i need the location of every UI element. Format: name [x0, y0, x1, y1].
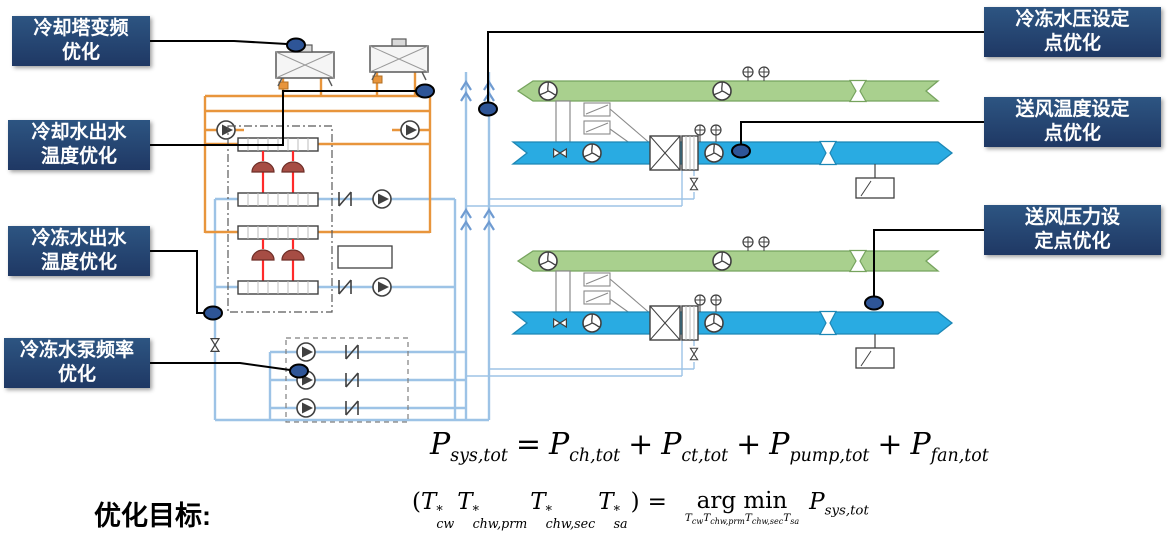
objective-label: 优化目标: — [94, 501, 211, 531]
callout-line-chw-outlet-temp — [150, 250, 204, 314]
chiller-2 — [236, 224, 320, 296]
label-line: 冷冻水出水 — [31, 227, 127, 249]
label-line: 点优化 — [1043, 33, 1101, 54]
pump-icon — [296, 342, 316, 362]
paren-close: ) — [630, 489, 640, 515]
pump-icon — [372, 189, 392, 209]
math-sub: chw,sec — [545, 515, 596, 531]
math-base: P — [809, 489, 825, 515]
math-sup: * — [436, 502, 443, 518]
math-base: T — [530, 489, 546, 515]
math-sub: sys,tot — [450, 446, 508, 466]
math-term: Psys,tot — [809, 489, 869, 519]
chiller-1 — [236, 136, 320, 208]
math-sup: * — [545, 502, 552, 518]
label-line: 优化 — [61, 42, 100, 63]
callout-point — [415, 83, 435, 99]
tower-valve — [372, 75, 383, 84]
math-op: + — [736, 427, 762, 462]
pump-icon — [216, 120, 236, 140]
math-term: T*sa — [598, 489, 630, 530]
callout-line-cooling-tower-vfd — [150, 40, 288, 45]
callout-point — [289, 363, 309, 379]
callout-point — [478, 101, 498, 117]
math-op: + — [628, 427, 654, 462]
paren-open: ( — [412, 489, 421, 515]
chiller-plant-boundary — [227, 125, 333, 313]
secondary-pump-group-boundary — [285, 337, 409, 423]
math-base: P — [548, 427, 570, 462]
math-term: T*chw,prm — [457, 489, 530, 530]
math-sub: sa — [613, 515, 628, 531]
label-line: 点优化 — [1043, 123, 1101, 144]
argmin-label: arg min — [696, 488, 788, 514]
math-sub: ct,tot — [681, 446, 729, 466]
label-line: 送风压力设 — [1024, 206, 1120, 228]
callout-line-chw-pressure-setpoint — [487, 31, 984, 102]
math-op: = — [515, 427, 541, 462]
math-base: T — [598, 489, 614, 515]
label-line: 冷冻水泵频率 — [19, 339, 134, 361]
math-base: P — [769, 427, 790, 462]
cooling-tower-1 — [275, 44, 335, 87]
label-line: 优化 — [57, 364, 96, 385]
cooling-tower-2 — [369, 38, 429, 81]
argmin-subscript: TcwTchw,prmTchw,secTsa — [684, 512, 800, 527]
callout-label-chw-outlet-temp: 冷冻水出水 温度优化 — [8, 226, 150, 276]
label-line: 定点优化 — [1034, 231, 1111, 252]
math-sub: cw — [436, 515, 455, 531]
math-sup: * — [472, 502, 479, 518]
callout-point — [203, 305, 223, 321]
callout-lines — [150, 31, 984, 371]
label-line: 冷却塔变频 — [33, 17, 129, 39]
label-line: 冷冻水压设定 — [1015, 8, 1130, 30]
callout-label-condenser-outlet-temp: 冷却水出水 温度优化 — [8, 120, 150, 170]
callout-label-cooling-tower-vfd: 冷却塔变频 优化 — [12, 16, 150, 66]
callout-label-supply-air-pressure-setpoint: 送风压力设 定点优化 — [984, 205, 1161, 255]
math-op: = — [647, 489, 667, 515]
math-sub: chw,prm — [472, 515, 528, 531]
label-line: 冷却水出水 — [31, 121, 127, 143]
callout-point — [864, 295, 884, 311]
formula-total-power: Psys,tot=Pch,tot+Pct,tot+Ppump,tot+Pfan,… — [430, 427, 989, 466]
valve-icon — [210, 338, 220, 352]
math-base: P — [910, 427, 931, 462]
math-sub: sys,tot — [824, 503, 869, 519]
callout-label-supply-air-temp-setpoint: 送风温度设定 点优化 — [984, 97, 1161, 147]
callout-label-chw-pump-freq: 冷冻水泵频率 优化 — [4, 338, 150, 388]
math-op: + — [877, 427, 903, 462]
pump-icon — [372, 277, 392, 297]
math-sup: * — [613, 502, 620, 518]
math-sub: fan,tot — [930, 446, 989, 466]
math-base: T — [420, 489, 437, 515]
callout-line-condenser-outlet-temp — [150, 90, 416, 146]
math-term: T*cw — [420, 489, 457, 530]
callout-point — [286, 37, 306, 53]
callout-line-chw-pump-freq — [150, 362, 291, 371]
pump-icon — [296, 398, 316, 418]
label-line: 温度优化 — [40, 252, 117, 273]
ahu-system-1 — [466, 67, 952, 206]
math-sub: ch,tot — [569, 446, 621, 466]
callout-label-chw-pressure-setpoint: 冷冻水压设定 点优化 — [984, 7, 1161, 57]
math-term: T*chw,sec — [530, 489, 598, 530]
math-base: P — [430, 427, 451, 462]
callout-point — [731, 143, 751, 159]
water-tank — [337, 245, 393, 269]
pump-icon — [400, 120, 420, 140]
math-base: P — [661, 427, 682, 462]
tower-valve — [278, 81, 289, 90]
condenser-water-piping — [203, 72, 432, 234]
callout-line-supply-air-pressure-setpoint — [873, 229, 984, 296]
math-sub: pump,tot — [789, 446, 870, 466]
label-line: 温度优化 — [40, 146, 117, 167]
math-base: T — [457, 489, 473, 515]
label-line: 送风温度设定 — [1015, 98, 1130, 120]
callout-line-supply-air-temp-setpoint — [740, 121, 984, 144]
callout-points — [203, 37, 884, 379]
